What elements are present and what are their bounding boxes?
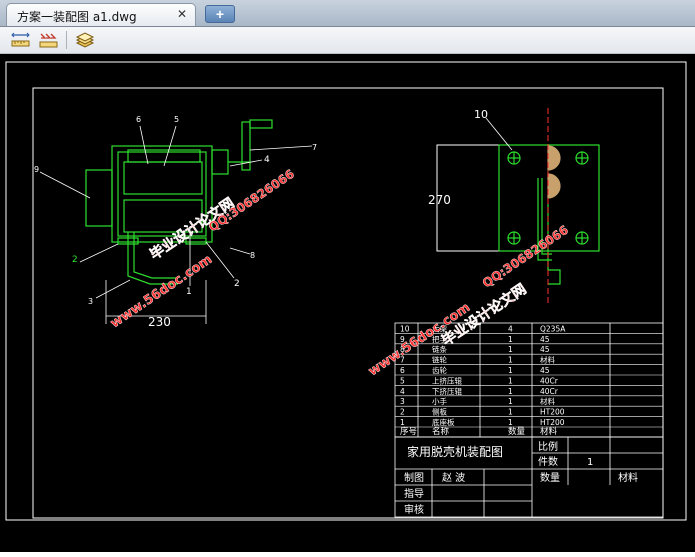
material-label: 材料 — [618, 471, 638, 484]
parts-cell-name: 下挤压辊 — [432, 386, 462, 396]
dimension-230: 230 — [148, 315, 171, 329]
parts-cell-qty: 4 — [508, 324, 513, 333]
watermark-qq: QQ:306826066 — [480, 223, 571, 291]
parts-cell-name: 链轮 — [432, 355, 447, 365]
front-callout: 1 — [186, 287, 192, 297]
parts-cell-name: 上挤压辊 — [432, 375, 462, 385]
callout-10: 10 — [474, 108, 488, 121]
measure-icon[interactable] — [10, 30, 32, 50]
parts-header-material: 材料 — [540, 426, 558, 437]
toolbar — [0, 27, 695, 54]
review-label: 审核 — [404, 503, 424, 516]
callout-leader — [485, 117, 513, 151]
parts-cell-material: 45 — [540, 366, 550, 375]
count-value: 1 — [587, 457, 593, 468]
parts-cell-qty: 1 — [508, 345, 513, 354]
ratio-label: 比例 — [538, 440, 558, 453]
parts-cell-qty: 1 — [508, 366, 513, 375]
watermarks: www.56doc.com 毕业设计论文网 QQ:306826066 www.5… — [108, 167, 571, 380]
drawn-label: 制图 — [404, 471, 424, 484]
dimension-270: 270 — [428, 193, 451, 207]
parts-cell-no: 8 — [400, 345, 405, 354]
front-callout: 3 — [88, 297, 93, 306]
front-callout: 6 — [136, 115, 141, 124]
parts-cell-qty: 1 — [508, 356, 513, 365]
side-view — [436, 144, 600, 285]
parts-cell-qty: 1 — [508, 408, 513, 417]
parts-list-rows: 10 大架 4 Q235A 9 把手 1 45 8 链条 1 45 7 链轮 1 材料 6 齿轮 1 45 5 上挤压辊 1… — [395, 323, 663, 437]
parts-cell-no: 10 — [400, 324, 410, 333]
parts-cell-name: 小手 — [432, 396, 447, 406]
parts-cell-name: 链条 — [432, 344, 447, 354]
front-callout: 4 — [264, 155, 270, 165]
parts-cell-material: 45 — [540, 345, 550, 354]
parts-cell-name: 大架 — [432, 323, 447, 333]
outer-frame — [5, 61, 687, 521]
new-tab-button[interactable]: + — [205, 5, 235, 23]
parts-cell-material: HT200 — [540, 418, 565, 427]
drawing-title: 家用脱壳机装配图 — [407, 444, 503, 459]
parts-cell-no: 5 — [400, 376, 405, 385]
layers-icon[interactable] — [74, 30, 96, 50]
guide-label: 指导 — [404, 487, 424, 500]
tab-label: 方案一装配图 a1.dwg — [17, 10, 137, 24]
parts-cell-material: 材料 — [540, 396, 555, 406]
parts-cell-no: 4 — [400, 387, 405, 396]
title-bar: 方案一装配图 a1.dwg ✕ + — [0, 0, 695, 27]
parts-header-no: 序号 — [400, 426, 417, 437]
parts-cell-name: 齿轮 — [432, 365, 447, 375]
count-label: 件数 — [538, 455, 558, 468]
parts-cell-no: 3 — [400, 397, 405, 406]
parts-cell-material: 45 — [540, 335, 550, 344]
front-callout: 7 — [312, 143, 317, 152]
parts-cell-material: 材料 — [540, 355, 555, 365]
front-callout: 5 — [174, 115, 179, 124]
parts-cell-material: 40Cr — [540, 387, 559, 396]
parts-cell-name: 侧板 — [432, 407, 447, 417]
front-callout: 2 — [72, 255, 78, 265]
parts-cell-no: 2 — [400, 408, 405, 417]
parts-cell-name: 把手 — [432, 334, 447, 344]
front-callout: 8 — [250, 251, 255, 260]
parts-cell-material: HT200 — [540, 408, 565, 417]
tab-drawing-file[interactable]: 方案一装配图 a1.dwg ✕ — [6, 3, 196, 26]
parts-cell-qty: 1 — [508, 335, 513, 344]
front-view — [85, 119, 273, 285]
parts-cell-no: 6 — [400, 366, 405, 375]
close-icon[interactable]: ✕ — [176, 7, 187, 21]
parts-cell-qty: 1 — [508, 376, 513, 385]
front-callout: 9 — [34, 165, 39, 174]
parts-cell-material: Q235A — [540, 324, 566, 333]
dimension-icon[interactable] — [38, 30, 60, 50]
parts-cell-material: 40Cr — [540, 376, 559, 385]
parts-header-name: 名称 — [432, 426, 450, 437]
front-view-leaders — [39, 125, 313, 324]
parts-header-qty: 数量 — [508, 426, 526, 437]
front-callout: 2 — [234, 279, 240, 289]
drawn-by: 赵 波 — [442, 471, 465, 484]
title-block — [394, 436, 664, 518]
watermark-name: 毕业设计论文网 — [147, 194, 238, 263]
parts-cell-no: 1 — [400, 418, 405, 427]
toolbar-separator — [66, 31, 67, 49]
parts-cell-qty: 1 — [508, 418, 513, 427]
parts-cell-qty: 1 — [508, 387, 513, 396]
parts-cell-no: 9 — [400, 335, 405, 344]
parts-cell-qty: 1 — [508, 397, 513, 406]
parts-cell-name: 底座板 — [432, 417, 455, 427]
inner-frame — [32, 87, 664, 519]
parts-cell-no: 7 — [400, 356, 405, 365]
qty-label: 数量 — [540, 471, 560, 484]
